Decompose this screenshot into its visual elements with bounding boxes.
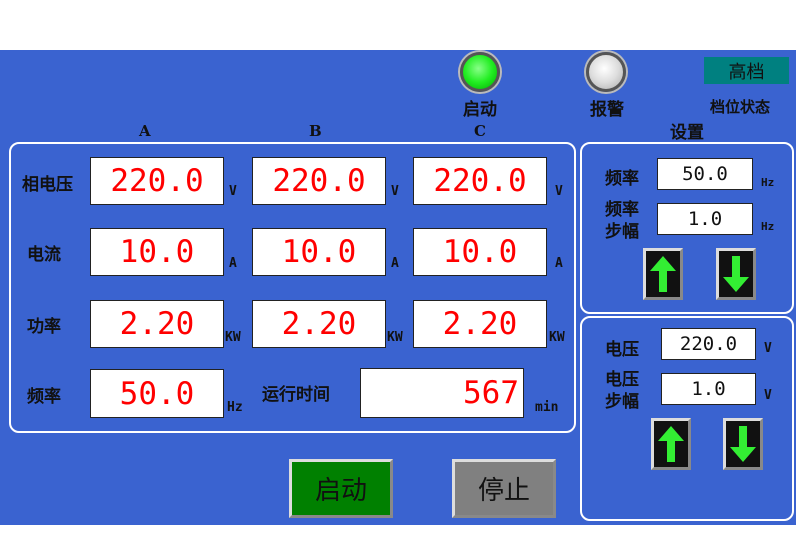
label-line: 步幅 <box>605 222 639 242</box>
column-a-header: A <box>139 122 151 140</box>
start-button[interactable]: 启动 <box>289 459 393 518</box>
run-indicator-light <box>460 52 500 92</box>
frequency-settings-group <box>580 142 794 314</box>
alarm-indicator-label: 报警 <box>590 100 624 120</box>
arrow-up-icon <box>650 256 676 292</box>
unit-label: KW <box>225 330 241 345</box>
runtime-display: 567 <box>360 368 524 418</box>
gear-status-label: 档位状态 <box>710 98 771 116</box>
voltage-up-button[interactable] <box>651 418 691 470</box>
unit-label: V <box>229 184 237 199</box>
voltage-step-input[interactable]: 1.0 <box>661 373 756 405</box>
voltage-b-display: 220.0 <box>252 157 386 205</box>
arrow-up-icon <box>658 426 684 462</box>
frequency-step-input[interactable]: 1.0 <box>657 203 753 235</box>
unit-label: V <box>764 341 772 356</box>
gear-status-display: 高档 <box>704 57 789 84</box>
settings-title: 设置 <box>670 123 704 143</box>
unit-label: V <box>555 184 563 199</box>
voltage-down-button[interactable] <box>723 418 763 470</box>
unit-label: min <box>535 400 559 415</box>
label-line: 电压 <box>605 370 639 390</box>
unit-label: KW <box>387 330 403 345</box>
run-indicator-label: 启动 <box>463 100 497 120</box>
set-voltage-label: 电压 <box>605 340 639 360</box>
label-line: 步幅 <box>605 392 639 412</box>
alarm-indicator-light <box>586 52 626 92</box>
frequency-label: 频率 <box>27 387 61 407</box>
frequency-down-button[interactable] <box>716 248 756 300</box>
power-b-display: 2.20 <box>252 300 386 348</box>
unit-label: A <box>391 256 399 271</box>
unit-label: A <box>229 256 237 271</box>
unit-label: V <box>391 184 399 199</box>
voltage-settings-group <box>580 316 794 521</box>
runtime-label: 运行时间 <box>262 385 330 405</box>
voltage-a-display: 220.0 <box>90 157 224 205</box>
column-b-header: B <box>309 122 322 140</box>
unit-label: A <box>555 256 563 271</box>
unit-label: Hz <box>761 176 775 189</box>
power-a-display: 2.20 <box>90 300 224 348</box>
arrow-down-icon <box>723 256 749 292</box>
voltage-step-label: 电压步幅 <box>605 369 639 413</box>
set-voltage-input[interactable]: 220.0 <box>661 328 756 360</box>
voltage-c-display: 220.0 <box>413 157 547 205</box>
unit-label: Hz <box>227 400 243 415</box>
current-label: 电流 <box>27 245 61 265</box>
unit-label: V <box>764 388 772 403</box>
frequency-step-label: 频率步幅 <box>605 199 639 243</box>
column-c-header: C <box>474 122 486 140</box>
measurement-group <box>9 142 576 433</box>
unit-label: KW <box>549 330 565 345</box>
frequency-up-button[interactable] <box>643 248 683 300</box>
current-a-display: 10.0 <box>90 228 224 276</box>
frequency-display: 50.0 <box>90 369 224 418</box>
label-line: 频率 <box>605 200 639 220</box>
current-b-display: 10.0 <box>252 228 386 276</box>
stop-button[interactable]: 停止 <box>452 459 556 518</box>
power-label: 功率 <box>27 317 61 337</box>
power-c-display: 2.20 <box>413 300 547 348</box>
set-frequency-label: 频率 <box>605 169 639 189</box>
unit-label: Hz <box>761 220 775 233</box>
arrow-down-icon <box>730 426 756 462</box>
phase-voltage-label: 相电压 <box>22 175 73 195</box>
set-frequency-input[interactable]: 50.0 <box>657 158 753 190</box>
current-c-display: 10.0 <box>413 228 547 276</box>
